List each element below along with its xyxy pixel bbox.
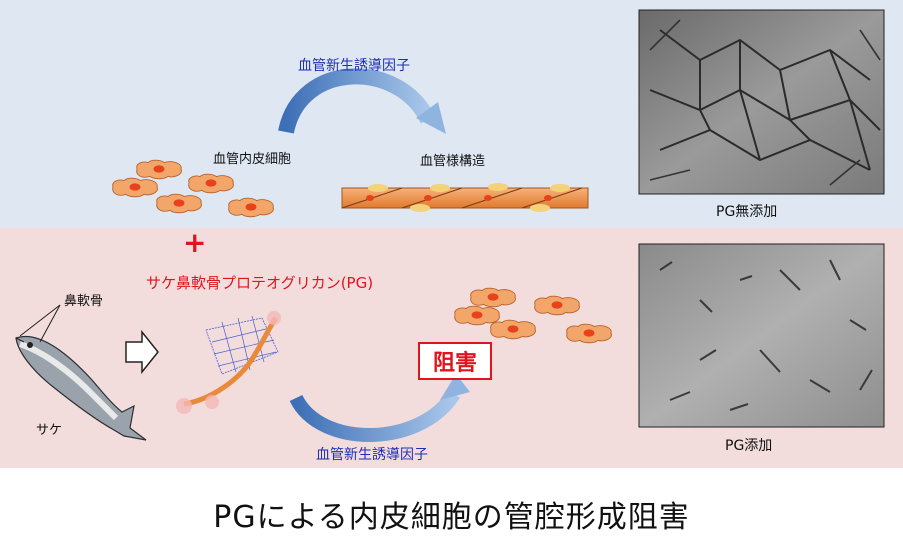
top-factor-label: 血管新生誘導因子	[298, 58, 410, 74]
photo-with-pg	[638, 243, 885, 428]
plus-sign: +	[183, 226, 207, 259]
tube-label: 血管様構造	[420, 154, 486, 169]
endothelial-cells-top	[112, 159, 274, 218]
blocked-badge: 阻害	[418, 342, 492, 380]
cartilage-pointer-lines	[19, 304, 61, 343]
salmon-label: サケ	[36, 423, 63, 438]
photo-with-pg-label: PG添加	[725, 438, 773, 454]
right-arrow-icon	[125, 329, 159, 375]
endothelial-cells-bottom	[454, 287, 612, 344]
bottom-curved-arrow	[289, 374, 470, 442]
photo-no-pg	[638, 9, 885, 195]
top-curved-arrow	[278, 68, 446, 134]
proteoglycan-molecule	[176, 311, 281, 414]
figure-caption: PGによる内皮細胞の管腔形成阻害	[213, 500, 690, 535]
bottom-factor-label: 血管新生誘導因子	[316, 447, 428, 463]
salmon-illustration	[15, 335, 147, 441]
vessel-tube-structure	[341, 183, 589, 212]
pg-title: サケ鼻軟骨プロテオグリカン(PG)	[146, 274, 374, 292]
cell-label: 血管内皮細胞	[213, 152, 292, 167]
cartilage-label: 鼻軟骨	[64, 294, 104, 309]
photo-no-pg-label: PG無添加	[716, 204, 778, 220]
